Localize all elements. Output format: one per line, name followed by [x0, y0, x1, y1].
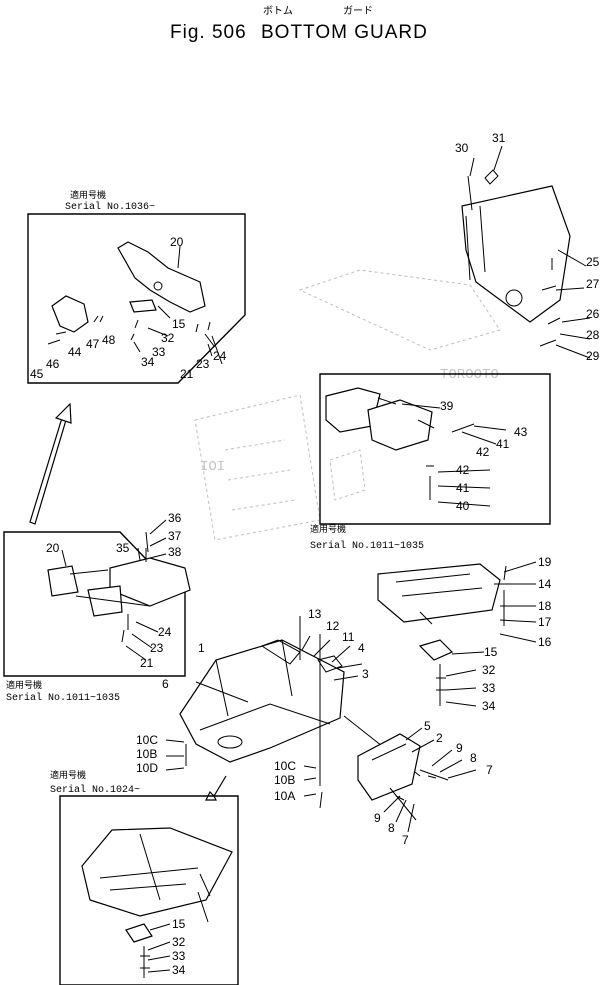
- label-32-right: 32: [482, 663, 496, 677]
- inset-ml-serial: Serial No.1011~1035: [6, 692, 120, 704]
- label-20: 20: [170, 235, 184, 249]
- side-cover-assembly: 30 31 25 27 26 28 29: [455, 131, 600, 363]
- label-2: 2: [436, 731, 443, 745]
- callout-arrow-up: [29, 402, 72, 525]
- label-16: 16: [538, 635, 552, 649]
- label-6: 6: [162, 677, 169, 691]
- label-42-lower: 42: [456, 463, 470, 477]
- label-15-right: 15: [484, 645, 498, 659]
- front-plate-assembly: 19 14 18 17 16 15 32 33 34: [377, 555, 552, 713]
- title-kana-bottom: ボトム: [263, 5, 293, 17]
- label-23: 23: [196, 357, 210, 371]
- svg-text:IOI: IOI: [200, 459, 225, 475]
- label-41-lower: 41: [456, 481, 470, 495]
- label-33-right: 33: [482, 681, 496, 695]
- label-37: 37: [168, 529, 182, 543]
- svg-text:TOROOTO: TOROOTO: [440, 367, 499, 383]
- label-12: 12: [326, 619, 340, 633]
- inset-bottom-serial: Serial No.1024~: [50, 784, 140, 796]
- label-40: 40: [456, 499, 470, 513]
- label-15: 15: [172, 317, 186, 331]
- label-21-inset: 21: [140, 656, 154, 670]
- label-7-lower: 7: [402, 833, 409, 847]
- label-42-upper: 42: [476, 445, 490, 459]
- label-47: 47: [86, 337, 100, 351]
- label-10a: 10A: [274, 789, 295, 803]
- label-14: 14: [538, 577, 552, 591]
- label-44: 44: [68, 345, 82, 359]
- label-24: 24: [213, 349, 227, 363]
- inset-mr-jp: 適用号機: [310, 523, 346, 535]
- label-33: 33: [152, 345, 166, 359]
- label-9-right: 9: [456, 741, 463, 755]
- label-48: 48: [102, 333, 116, 347]
- label-10b-left: 10B: [136, 747, 157, 761]
- label-24-inset: 24: [158, 625, 172, 639]
- label-35: 35: [116, 541, 130, 555]
- label-34-right: 34: [482, 699, 496, 713]
- label-10c-right: 10C: [274, 759, 296, 773]
- label-26: 26: [586, 307, 600, 321]
- label-27: 27: [586, 277, 600, 291]
- label-1: 1: [198, 641, 205, 655]
- inset-serial-1011-1035-right: 39 43 41 42 42 41 40 適用号機 Serial No.1011…: [310, 373, 551, 552]
- label-43: 43: [514, 425, 528, 439]
- label-30: 30: [455, 141, 469, 155]
- label-7-right: 7: [486, 763, 493, 777]
- inset-serial-1024: 適用号機 Serial No.1024~ 15 32 33 34: [50, 769, 239, 985]
- inset-tl-jp: 適用号機: [70, 189, 106, 201]
- label-33-bottom: 33: [172, 949, 186, 963]
- figure-title: BOTTOM GUARD: [261, 22, 428, 43]
- label-19: 19: [538, 555, 552, 569]
- label-46: 46: [46, 357, 60, 371]
- label-31: 31: [492, 131, 506, 145]
- label-13: 13: [308, 607, 322, 621]
- label-34: 34: [141, 355, 155, 369]
- label-20-inset: 20: [46, 541, 60, 555]
- label-8-right: 8: [470, 751, 477, 765]
- label-38: 38: [168, 545, 182, 559]
- label-5: 5: [424, 719, 431, 733]
- label-23-inset: 23: [150, 641, 164, 655]
- label-15-bottom: 15: [172, 917, 186, 931]
- label-9-lower: 9: [374, 811, 381, 825]
- label-34-bottom: 34: [172, 963, 186, 977]
- label-18: 18: [538, 599, 552, 613]
- inset-tl-serial: Serial No.1036~: [65, 201, 155, 213]
- label-28: 28: [586, 328, 600, 342]
- label-21: 21: [180, 367, 194, 381]
- label-32: 32: [161, 331, 175, 345]
- label-8-lower: 8: [388, 821, 395, 835]
- title-kana-guard: ガード: [343, 5, 373, 17]
- label-41-upper: 41: [496, 437, 510, 451]
- inset-ml-jp: 適用号機: [6, 679, 42, 691]
- label-39: 39: [440, 399, 454, 413]
- label-10b-right: 10B: [274, 773, 295, 787]
- label-45: 45: [30, 367, 44, 381]
- label-29: 29: [586, 349, 600, 363]
- label-17: 17: [538, 615, 552, 629]
- inset-serial-1036: 適用号機 Serial No.1036~ 20 15 32 33 34 21 2…: [27, 189, 246, 384]
- label-25: 25: [586, 255, 600, 269]
- label-32-bottom: 32: [172, 935, 186, 949]
- label-3: 3: [362, 667, 369, 681]
- label-10c-left: 10C: [136, 733, 158, 747]
- inset-mr-serial: Serial No.1011~1035: [310, 540, 424, 552]
- label-36: 36: [168, 511, 182, 525]
- label-10d: 10D: [136, 761, 158, 775]
- inset-serial-1011-1035-left: 36 37 38 35 20 24 23 21 適用号機 Serial No.1…: [3, 511, 191, 704]
- label-4: 4: [358, 641, 365, 655]
- side-plate-assembly: 5 2 9 8 7 9 8 7: [357, 719, 493, 847]
- inset-bottom-jp: 適用号機: [50, 769, 86, 781]
- label-11: 11: [342, 630, 355, 644]
- figure-number: Fig. 506: [170, 22, 247, 43]
